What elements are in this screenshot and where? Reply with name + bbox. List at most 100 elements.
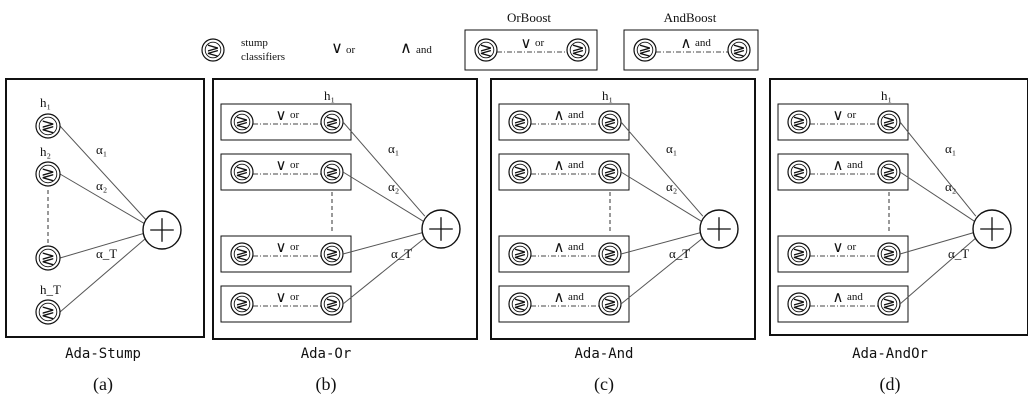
stump-inner-ring [233,113,251,131]
label-backdrop [828,159,864,171]
stump-inner-ring [601,245,619,263]
and-label: and [695,37,711,49]
weighted-edge [342,231,425,255]
stump-classifier-icon: ≷ [508,292,532,316]
stump-classifier-icon: ≷ [877,242,901,266]
stump-classifier-icon: ≷ [508,160,532,184]
weight-alpha: α₂ [666,179,677,194]
boost-block-and: ≷≷∧and [623,29,759,71]
weight-label: α_T [669,246,690,261]
weighted-edge [899,121,977,217]
stump-inner-ring [511,245,529,263]
legend-andboost-title: AndBoost [664,10,717,25]
stump-inner-ring [511,163,529,181]
weighted-edge [899,237,977,305]
stump-classifier-icon: ≷ [230,110,254,134]
stump-inner-ring [569,41,587,59]
stump-glyph: ≷ [235,115,248,132]
weight-label: α₂ [96,178,107,193]
and-label: and [847,291,863,303]
weight-alpha: α_T [669,246,690,261]
stump-inner-ring [511,113,529,131]
stump-classifier-icon: ≷ [787,160,811,184]
stump-glyph: ≷ [41,303,55,322]
weight-label: α_T [391,246,412,261]
stump-inner-ring [233,245,251,263]
stump-glyph: ≷ [571,43,584,60]
label-backdrop [549,241,585,253]
stump-inner-ring [323,245,341,263]
or-label: or [290,241,300,253]
weighted-edge [59,232,146,259]
stump-classifier-icon: ≷ [598,110,622,134]
weight-label: α₂ [666,179,677,194]
stump-inner-ring [233,163,251,181]
weighted-edge [342,171,426,223]
legend: ≷stumpclassifiers∨or∧andOrBoost≷≷∨orAndB… [201,10,759,71]
stump-classifier-icon: ≷ [230,242,254,266]
stump-glyph: ≷ [792,297,805,314]
label-backdrop [271,241,307,253]
or-symbol-icon: ∨ [276,108,287,124]
or-label: or [290,291,300,303]
stump-inner-ring [477,41,495,59]
boost-block-and: ≷≷∧and [777,153,909,191]
stump-classifier-icon: ≷ [474,38,498,62]
label-backdrop [676,37,712,49]
label-backdrop [271,109,307,121]
stump-classifier-icon: ≷ [787,292,811,316]
stump-inner-ring [880,163,898,181]
weighted-edge [899,171,977,223]
weighted-edge [899,231,976,255]
node-label: h_T [40,282,61,297]
stump-inner-ring [38,116,58,136]
stump-glyph: ≷ [479,43,492,60]
boost-block-and: ≷≷∧and [498,235,630,273]
weight-alpha: α₂ [388,179,399,194]
or-symbol-icon: ∨ [276,240,287,256]
stump-glyph: ≷ [882,165,895,182]
and-label: and [568,159,584,171]
weight-alpha: α₁ [388,141,399,156]
stump-classifier-icon: ≷ [35,161,61,187]
or-label: or [535,37,545,49]
legend-or-label: or [346,44,356,56]
stump-classifier-icon: ≷ [598,292,622,316]
stump-inner-ring [601,113,619,131]
stump-glyph: ≷ [882,115,895,132]
label-backdrop [828,241,864,253]
stump-classifier-icon: ≷ [508,242,532,266]
or-label: or [847,241,857,253]
stump-classifier-icon: ≷ [230,292,254,316]
stump-glyph: ≷ [325,115,338,132]
stump-inner-ring [790,163,808,181]
label-backdrop [549,291,585,303]
or-label: or [290,159,300,171]
boost-block-and: ≷≷∧and [498,103,630,141]
stump-glyph: ≷ [603,165,616,182]
or-symbol-icon: ∨ [521,36,532,52]
weighted-edge [620,121,704,217]
stump-glyph: ≷ [41,117,55,136]
stump-glyph: ≷ [732,43,745,60]
and-symbol-icon: ∧ [833,158,844,174]
weight-label: α₁ [388,141,399,156]
label-backdrop [549,159,585,171]
stump-classifier-icon: ≷ [877,110,901,134]
stump-inner-ring [233,295,251,313]
stump-inner-ring [601,295,619,313]
weight-label: α₂ [945,179,956,194]
panel-name: Ada-Or [301,346,352,362]
and-symbol-icon: ∧ [681,36,692,52]
boost-block-and: ≷≷∧and [498,285,630,323]
node-label: h₂ [40,144,51,159]
stump-glyph: ≷ [235,297,248,314]
boost-block-or: ≷≷∨or [220,103,352,141]
stump-classifier-icon: ≷ [727,38,751,62]
and-label: and [568,291,584,303]
boost-block-or: ≷≷∨or [777,235,909,273]
stump-inner-ring [323,295,341,313]
